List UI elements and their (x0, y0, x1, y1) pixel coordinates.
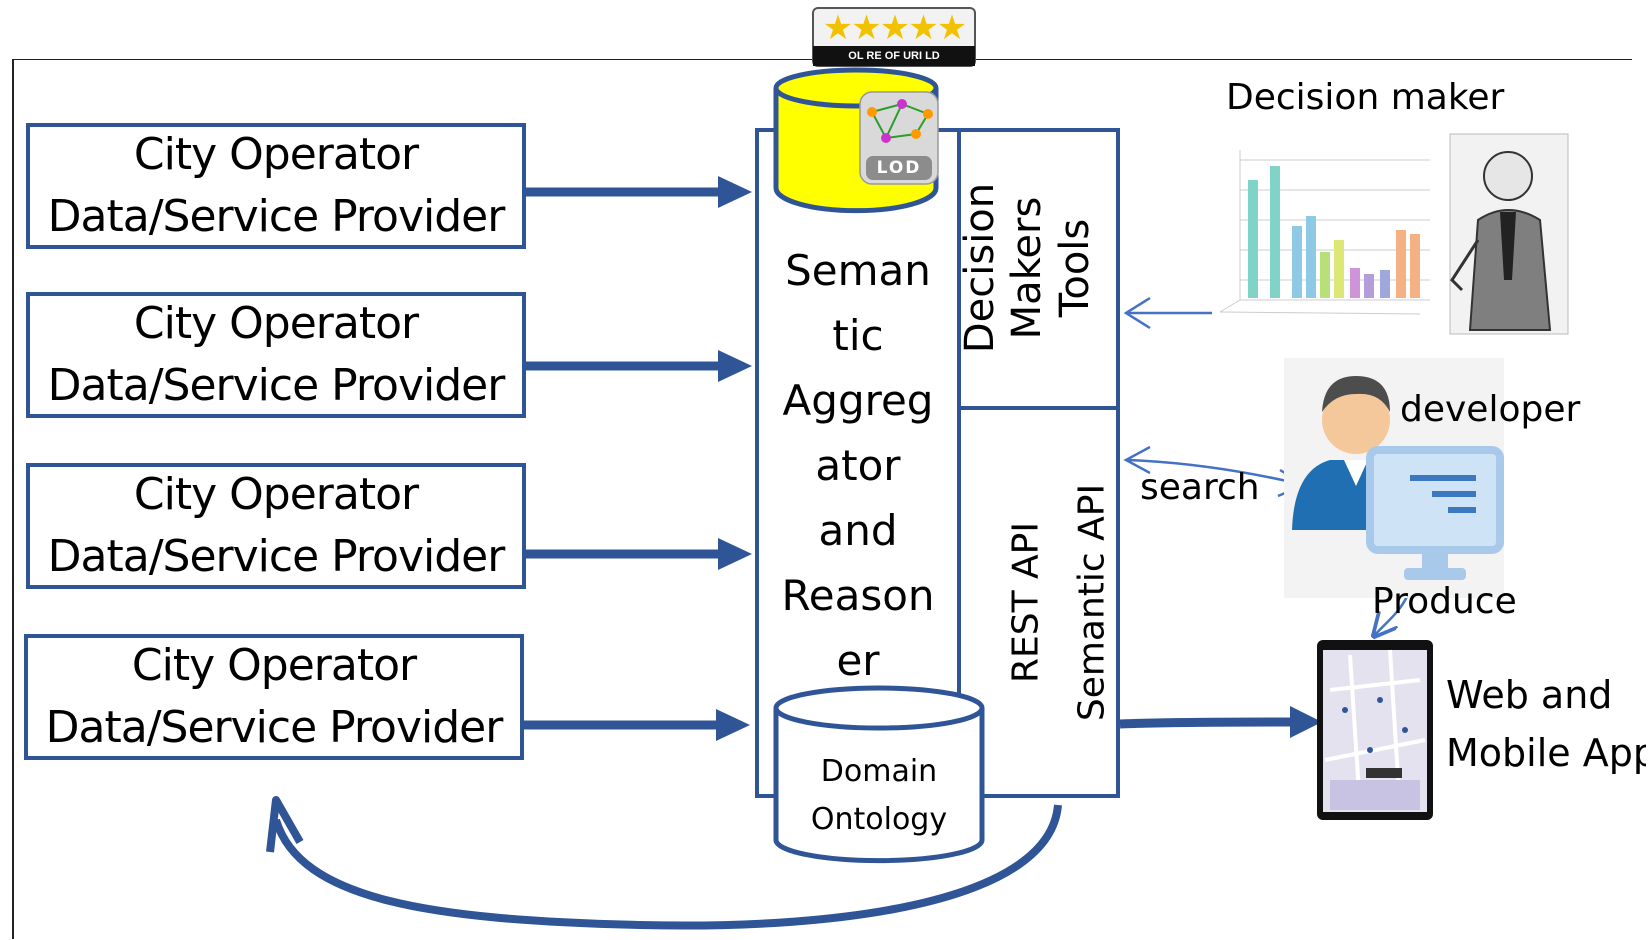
provider-subtitle: Data/Service Provider (47, 531, 506, 582)
developer-label: developer (1400, 389, 1581, 430)
aggregator-line: Reason (781, 571, 935, 620)
feedback-curve-arrow (266, 796, 1062, 930)
provider-arrow-4 (524, 709, 750, 741)
app-label-line2: Mobile App (1446, 731, 1646, 775)
provider-box-4: City Operator Data/Service Provider (24, 634, 524, 760)
provider-box-2: City Operator Data/Service Provider (26, 292, 526, 418)
produce-label: Produce (1372, 581, 1517, 622)
mobile-app-phone-image (1317, 640, 1433, 820)
provider-title: City Operator (133, 469, 419, 520)
aggregator-line: er (836, 636, 880, 685)
aggregator-line: tic (832, 311, 884, 360)
semantic-aggregator-label: Seman tic Aggreg ator and Reason er (755, 238, 961, 693)
provider-arrow-2 (526, 350, 752, 382)
ontology-label-line1: Domain (820, 754, 938, 789)
provider-arrow-1 (526, 176, 752, 208)
five-star-linked-data-badge (812, 7, 976, 67)
ontology-label-line2: Ontology (810, 802, 948, 837)
api-to-app-arrow (1119, 706, 1322, 738)
decision-maker-label: Decision maker (1226, 77, 1505, 118)
provider-title: City Operator (131, 640, 417, 691)
provider-title: City Operator (133, 129, 419, 180)
lod-database-icon (773, 67, 939, 214)
provider-title: City Operator (133, 298, 419, 349)
lod-label: LOD (876, 158, 922, 178)
decision-chart-image (1212, 140, 1442, 330)
app-label-line1: Web and (1446, 673, 1613, 717)
aggregator-line: ator (815, 441, 901, 490)
stars-caption: OL RE OF URI LD (848, 50, 940, 62)
aggregator-line: Seman (785, 246, 931, 295)
search-label: search (1140, 467, 1260, 508)
decision-maker-person-image (1449, 133, 1569, 335)
domain-ontology-database-icon (773, 685, 985, 864)
provider-box-3: City Operator Data/Service Provider (26, 463, 526, 589)
provider-box-1: City Operator Data/Service Provider (26, 123, 526, 249)
provider-arrow-3 (526, 538, 752, 570)
developer-icon (1284, 358, 1504, 598)
provider-subtitle: Data/Service Provider (47, 360, 506, 411)
aggregator-line: Aggreg (782, 376, 934, 425)
stars-icon: ★★★★★ (822, 8, 967, 48)
provider-subtitle: Data/Service Provider (47, 191, 506, 242)
provider-subtitle: Data/Service Provider (45, 702, 504, 753)
aggregator-line: and (818, 506, 898, 555)
